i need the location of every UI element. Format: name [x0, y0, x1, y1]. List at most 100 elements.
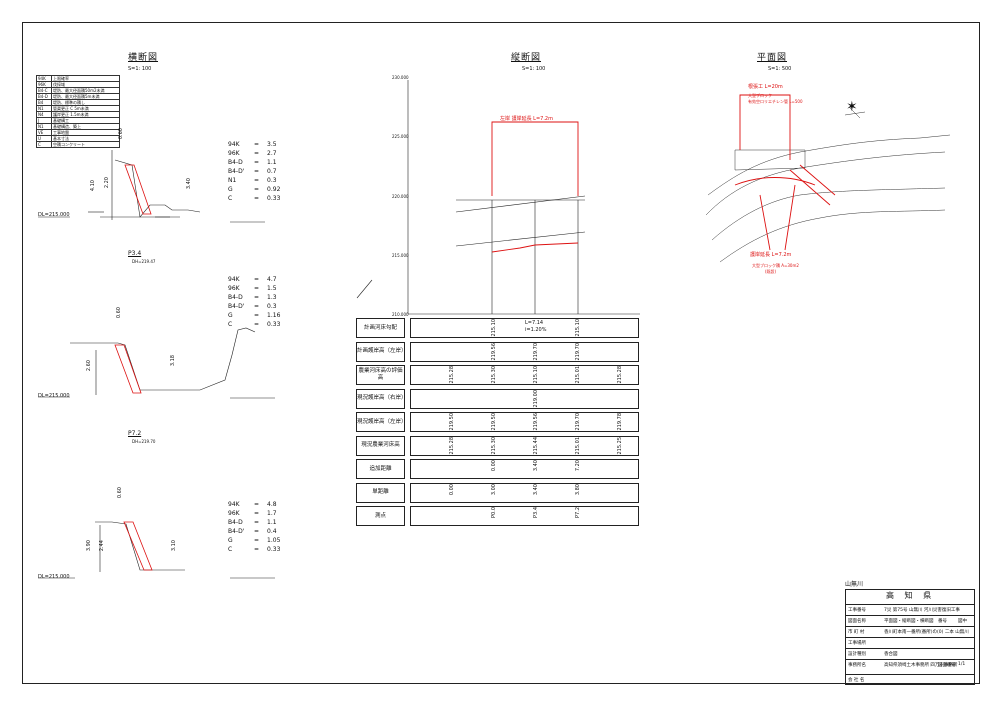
param-eq: = [254, 546, 260, 553]
elevation-label: 210.000 [392, 312, 409, 317]
param-eq: = [254, 195, 260, 202]
title-block-row: 設計種別香合図 [846, 648, 975, 660]
plan-title: 平面図 [757, 53, 788, 63]
profile-value: 3.40 [533, 483, 539, 495]
title-block-value: 7災 第75号 山無川 河川災害復旧工事 [884, 608, 960, 613]
plan-note2: 護岸延長 L=7.2m [750, 252, 792, 258]
profile-row-label: 単距離 [356, 482, 405, 503]
profile-value: P3.4 [533, 507, 539, 518]
profile-value: 219.00 [533, 389, 539, 408]
profile-row-values [410, 506, 639, 526]
profile-value: 215.01 [575, 366, 581, 384]
title-block-label: 工事番号 [848, 608, 866, 613]
height-dimension: 2.44 [99, 540, 105, 552]
param-value: 1.16 [267, 312, 281, 319]
profile-value: P7.2 [575, 507, 581, 518]
param-value: 1.1 [267, 159, 277, 166]
profile-row-label: 現況護岸高（右岸） [356, 388, 407, 409]
north-arrow-icon: ✶ [846, 99, 858, 115]
cross-title: 横断図 [128, 53, 159, 63]
profile-value: P0.0 [491, 507, 497, 518]
height-dimension: 2.60 [86, 360, 92, 372]
slope-ratio: 0.60 [118, 128, 124, 140]
profile-value: 219.56 [491, 342, 497, 361]
slope-ratio: 0.60 [116, 307, 122, 319]
param-eq: = [254, 510, 260, 517]
profile-row-values [410, 388, 639, 409]
param-eq: = [254, 312, 260, 319]
profile-value: 3.80 [575, 483, 581, 495]
profile-row-label: 測点 [356, 506, 405, 526]
title-block-row: 工事場所 [846, 637, 975, 649]
height-dimension: 3.10 [171, 540, 177, 552]
param-row: B4-D'=0.4 [228, 527, 280, 536]
profile-row-values [410, 482, 639, 503]
param-eq: = [254, 177, 260, 184]
param-row: B4-D=1.3 [228, 293, 280, 302]
param-key: 96K [228, 510, 240, 517]
drawing-frame [22, 22, 980, 684]
title-block-value: 高知県須崎土木事務所 四万十事務所 [884, 663, 958, 668]
profile-value: 215.10 [575, 319, 581, 337]
param-row: 94K=4.7 [228, 275, 280, 284]
param-row: B4-D'=0.3 [228, 302, 280, 311]
elevation-label: 215.000 [392, 253, 409, 258]
section-sub: DH=219.47 [132, 259, 156, 264]
param-value: 1.5 [267, 285, 277, 292]
section-sub: DH=219.70 [132, 439, 156, 444]
cross-scale: S=1: 100 [128, 66, 152, 72]
title-block-value: 香合図 [884, 652, 898, 657]
param-key: B4-D [228, 519, 243, 526]
profile-value: 3.00 [491, 483, 497, 495]
elevation-label: 230.000 [392, 75, 409, 80]
param-eq: = [254, 150, 260, 157]
param-eq: = [254, 159, 260, 166]
profile-row: 測点 P0.0 P3.4 P7.2 [356, 506, 642, 527]
title-block-row: 図面名称平面図・縦断図・横断図番号図中 [846, 615, 975, 627]
param-row: G=1.16 [228, 311, 280, 320]
title-block-extra-value: 図中 [958, 619, 967, 624]
param-row: B4-D=1.1 [228, 518, 280, 527]
param-row: C=0.33 [228, 320, 280, 329]
param-key: 96K [228, 285, 240, 292]
param-eq: = [254, 501, 260, 508]
profile-value: 215.10 [533, 366, 539, 384]
river-name: 山無川 [845, 581, 864, 588]
param-value: 0.92 [267, 186, 281, 193]
profile-row-values [410, 435, 639, 456]
param-row: 94K=4.8 [228, 500, 280, 509]
param-row: N1=0.3 [228, 176, 280, 185]
title-block-extra-value: 1/1 [958, 662, 966, 667]
param-key: B4-D' [228, 528, 245, 535]
profile-value: 215.44 [533, 436, 539, 455]
param-eq: = [254, 285, 260, 292]
param-key: 96K [228, 150, 240, 157]
param-value: 0.7 [267, 168, 277, 175]
title-block-row: 工事番号 7災 第75号 山無川 河川災害復旧工事 [846, 604, 975, 616]
profile-value: 7.20 [575, 460, 581, 472]
height-dimension: 2.20 [104, 177, 110, 189]
param-value: 1.3 [267, 294, 277, 301]
param-value: 1.05 [267, 537, 281, 544]
datum-level: DL=215.000 [38, 212, 70, 218]
title-block-label: 会 社 名 [848, 678, 865, 683]
param-key: G [228, 537, 233, 544]
elevation-label: 220.000 [392, 194, 409, 199]
profile-row-label: 農業河床高の評価高 [356, 365, 405, 385]
profile-row-label: 現況農業河床高 [356, 435, 405, 456]
profile-value: 215.01 [575, 436, 581, 455]
datum-level: DL=215.000 [38, 393, 70, 399]
section-name: P7.2 [128, 430, 142, 437]
param-key: B4-D [228, 159, 243, 166]
profile-value: 215.28 [449, 366, 455, 384]
profile-row-label: 追加距離 [356, 459, 405, 479]
param-key: C [228, 546, 233, 553]
param-row: 96K=1.7 [228, 509, 280, 518]
profile-value: 219.50 [491, 413, 497, 431]
